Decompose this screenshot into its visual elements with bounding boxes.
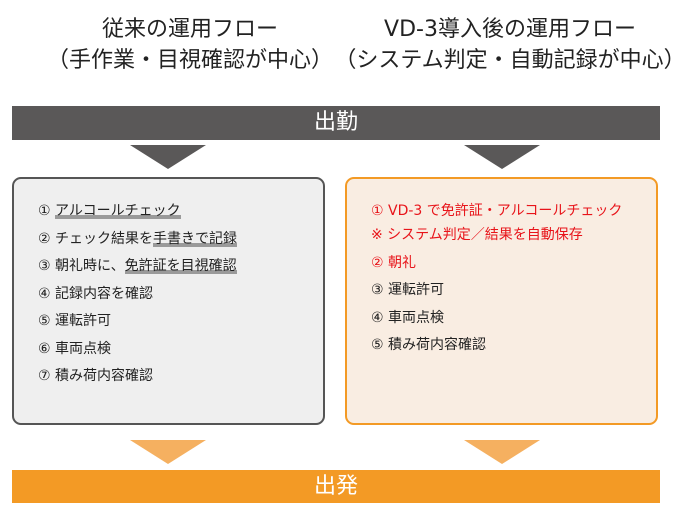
step-text: ② チェック結果を <box>38 230 154 247</box>
flow-step: ⑤ 運転許可 <box>38 313 112 329</box>
flow-step: ⑤ 積み荷内容確認 <box>371 337 487 353</box>
flow-note: ※ システム判定／結果を自動保存 <box>371 227 583 243</box>
step-emphasis: 免許証を目視確認 <box>124 258 237 274</box>
step-emphasis: アルコールチェック <box>55 203 181 219</box>
vd3-flow-title: VD-3導入後の運用フロー （システム判定・自動記録が中心） <box>320 14 700 76</box>
arrow-down-icon <box>130 145 206 169</box>
flow-step: ④ 車両点検 <box>371 309 445 326</box>
arrow-down-icon <box>464 145 540 169</box>
step-emphasis: 手書きで記録 <box>153 230 238 247</box>
flow-step: ① アルコールチェック <box>38 201 323 229</box>
arrow-down-icon <box>130 440 206 464</box>
flow-step: ④ 記録内容を確認 <box>38 285 154 302</box>
end-bar-departure: 出発 <box>12 470 660 503</box>
legacy-flow-box: ① アルコールチェック ② チェック結果を手書きで記録 ③ 朝礼時に、免許証を目… <box>12 177 325 425</box>
flow-step: ② 朝礼 <box>371 254 417 271</box>
title-line: VD-3導入後の運用フロー <box>384 17 636 42</box>
vd3-flow-box: ① VD-3 で免許証・アルコールチェック ※ システム判定／結果を自動保存 ②… <box>345 177 658 425</box>
step-text: ③ 朝礼時に、 <box>38 258 125 274</box>
start-bar-clock-in: 出勤 <box>12 106 660 140</box>
legacy-flow-title: 従来の運用フロー （手作業・目視確認が中心） <box>0 14 380 76</box>
subtitle-line: （手作業・目視確認が中心） <box>46 48 333 73</box>
flow-step: ② チェック結果を手書きで記録 <box>38 229 323 257</box>
flow-step: ⑥ 車両点検 <box>38 340 112 357</box>
flow-step: ⑦ 積み荷内容確認 <box>38 368 154 384</box>
flow-step: ③ 朝礼時に、免許証を目視確認 <box>38 256 323 284</box>
arrow-down-icon <box>464 440 540 464</box>
title-line: 従来の運用フロー <box>101 17 278 42</box>
flow-step: ① VD-3 で免許証・アルコールチェック <box>371 203 623 219</box>
step-text: ① <box>38 203 56 219</box>
subtitle-line: （システム判定・自動記録が中心） <box>334 48 686 73</box>
flow-step: ③ 運転許可 <box>371 282 445 298</box>
